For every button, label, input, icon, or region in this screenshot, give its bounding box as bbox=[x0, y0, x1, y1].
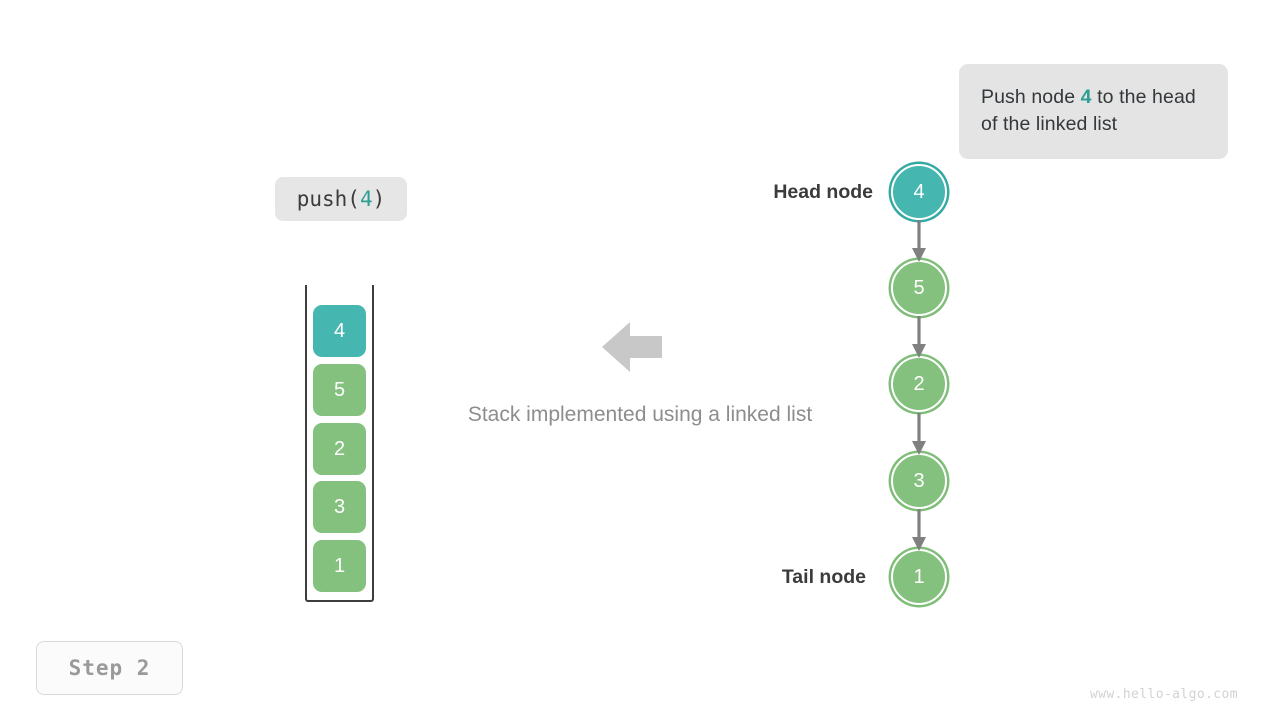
linked-list-node: 1 bbox=[891, 549, 947, 605]
linked-list-edge-arrow-icon bbox=[907, 509, 931, 553]
linked-list-edge-arrow-icon bbox=[907, 316, 931, 360]
linked-list-node-value: 4 bbox=[913, 180, 925, 203]
stack-cell-value: 2 bbox=[333, 437, 346, 460]
stack-cell: 4 bbox=[313, 305, 366, 357]
stack-cell-value: 3 bbox=[333, 495, 346, 518]
operation-label-pill: push(4) bbox=[275, 177, 407, 221]
callout-text-after: to the head of the linked list bbox=[981, 86, 1196, 135]
stack-cell: 1 bbox=[313, 540, 366, 592]
operation-label: push(4) bbox=[297, 187, 386, 211]
linked-list-node: 3 bbox=[891, 453, 947, 509]
linked-list-node: 2 bbox=[891, 356, 947, 412]
stack-cell-value: 5 bbox=[333, 378, 346, 401]
callout-text: Push node 4 to the head of the linked li… bbox=[981, 84, 1206, 138]
stack-cell-value: 1 bbox=[333, 554, 346, 577]
linked-list-node: 5 bbox=[891, 260, 947, 316]
linked-list-edge-arrow-icon bbox=[907, 413, 931, 457]
step-badge-label: Step 2 bbox=[68, 656, 151, 680]
linked-list-node: 4 bbox=[891, 164, 947, 220]
step-badge: Step 2 bbox=[36, 641, 183, 695]
stack-container bbox=[305, 285, 374, 602]
watermark: www.hello-algo.com bbox=[1089, 687, 1238, 702]
stack-cell: 5 bbox=[313, 364, 366, 416]
callout-accent-value: 4 bbox=[1080, 86, 1092, 108]
stack-cell-value: 4 bbox=[333, 319, 346, 342]
operation-suffix: ) bbox=[372, 187, 386, 211]
head-node-label: Head node bbox=[773, 181, 873, 203]
linked-list-edge-arrow-icon bbox=[907, 220, 931, 264]
callout-box: Push node 4 to the head of the linked li… bbox=[959, 64, 1228, 159]
tail-node-label: Tail node bbox=[781, 566, 866, 588]
operation-value: 4 bbox=[359, 187, 373, 211]
operation-prefix: push( bbox=[296, 187, 360, 211]
linked-list-node-value: 2 bbox=[913, 372, 925, 395]
linked-list-node-value: 3 bbox=[913, 469, 925, 492]
linked-list-node-value: 5 bbox=[913, 276, 925, 299]
linked-list-node-value: 1 bbox=[913, 565, 925, 588]
diagram-caption: Stack implemented using a linked list bbox=[467, 403, 813, 426]
stack-cell: 2 bbox=[313, 423, 366, 475]
left-arrow-icon bbox=[602, 320, 662, 374]
callout-text-before: Push node bbox=[981, 86, 1081, 108]
stack-cell: 3 bbox=[313, 481, 366, 533]
